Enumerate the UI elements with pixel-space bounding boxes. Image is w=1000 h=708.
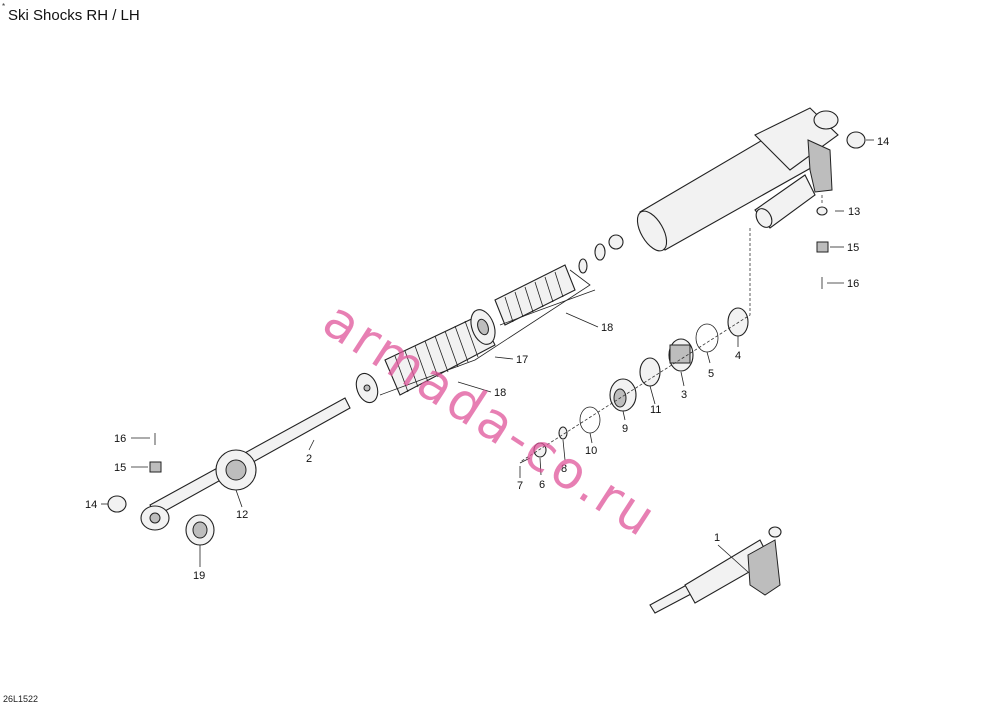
callout-13: 13 — [848, 206, 860, 218]
bumper — [185, 514, 215, 546]
spring-bracket-lower — [379, 269, 591, 396]
callout-11: 11 — [650, 404, 661, 416]
callout-9: 9 — [622, 423, 628, 435]
drawing-code: 26L1522 — [3, 694, 39, 704]
callout-10: 10 — [585, 445, 597, 457]
callout-17: 17 — [516, 354, 528, 366]
callout-18-lower: 18 — [494, 387, 506, 399]
leader-lines — [101, 139, 874, 573]
callout-1: 1 — [714, 532, 720, 544]
spring-bracket-upper — [499, 289, 596, 326]
callout-14-right: 14 — [877, 136, 889, 148]
callout-16-right: 16 — [847, 278, 859, 290]
complete-shock-assembly — [649, 526, 782, 614]
diagram-title: Ski Shocks RH / LH — [8, 7, 140, 24]
callout-15-left: 15 — [114, 462, 126, 474]
callout-12: 12 — [236, 509, 248, 521]
callout-16-left: 16 — [114, 433, 126, 445]
callout-15-right: 15 — [847, 242, 859, 254]
callout-18-upper: 18 — [601, 322, 613, 334]
shock-body — [636, 107, 839, 252]
callout-5: 5 — [708, 368, 714, 380]
callout-19: 19 — [193, 570, 205, 582]
spring-upper — [494, 264, 576, 326]
assembly-path-dashed — [519, 228, 751, 463]
spring-collar — [470, 309, 496, 345]
piston-parts — [519, 307, 749, 464]
callout-8: 8 — [561, 463, 567, 475]
hardware-right — [816, 131, 866, 289]
callout-7: 7 — [517, 480, 523, 492]
bearing-cap — [215, 449, 257, 491]
washers-and-nut — [578, 234, 624, 274]
callout-2: 2 — [306, 453, 312, 465]
callout-14-left: 14 — [85, 499, 97, 511]
spring-lower — [355, 314, 496, 404]
callout-3: 3 — [681, 389, 687, 401]
callout-6: 6 — [539, 479, 545, 491]
corner-mark: * — [2, 2, 6, 11]
callout-4: 4 — [735, 350, 741, 362]
